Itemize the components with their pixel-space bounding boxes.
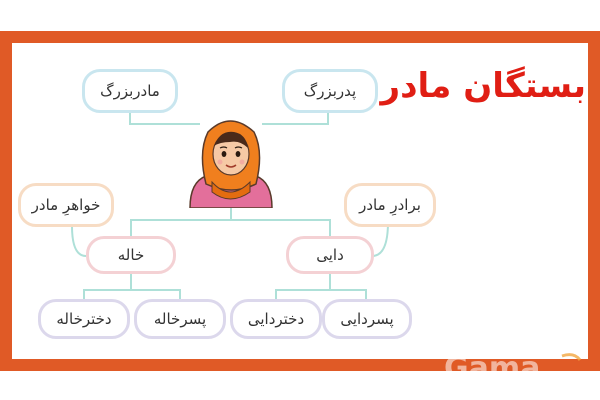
connector-dayi-cousins-2 — [330, 289, 367, 300]
node-dayi-label: دایی — [316, 246, 344, 264]
node-dayi: دایی — [286, 236, 374, 274]
connector-to-dayi — [231, 219, 331, 236]
node-pesar-dayi: پسردایی — [322, 299, 412, 339]
node-dokhtar-dayi-label: دختردایی — [247, 310, 305, 328]
watermark-text: Gama — [444, 351, 540, 386]
node-dokhtar-khaleh: دخترخاله — [38, 299, 130, 339]
node-dokhtar-khaleh-label: دخترخاله — [56, 310, 112, 328]
watermark-swoosh — [561, 353, 582, 361]
page-title: بستگان مادر — [380, 66, 586, 106]
node-pesar-khaleh-label: پسرخاله — [153, 310, 207, 328]
girl-illustration — [189, 120, 273, 208]
gama-watermark-logo: Gama — [444, 351, 582, 386]
node-khaleh: خاله — [86, 236, 176, 274]
node-grandmother: مادربزرگ — [82, 69, 178, 113]
node-mothers-brother-label: برادرِ مادر — [359, 196, 421, 214]
node-pesar-khaleh: پسرخاله — [134, 299, 226, 339]
connector-grandmother — [129, 111, 200, 125]
node-grandfather: پدربزرگ — [282, 69, 378, 113]
connector-to-khaleh — [130, 219, 231, 236]
node-mothers-sister-label: خواهرِ مادر — [31, 196, 101, 214]
connector-sister-khaleh — [71, 225, 87, 257]
node-mothers-sister: خواهرِ مادر — [18, 183, 114, 227]
node-dokhtar-dayi: دختردایی — [230, 299, 322, 339]
node-grandmother-label: مادربزرگ — [100, 82, 160, 100]
node-mothers-brother: برادرِ مادر — [344, 183, 436, 227]
node-grandfather-label: پدربزرگ — [303, 82, 357, 100]
node-pesar-dayi-label: پسردایی — [340, 310, 394, 328]
connector-brother-dayi — [371, 221, 389, 257]
node-khaleh-label: خاله — [117, 246, 145, 264]
connector-dayi-cousins — [275, 274, 331, 300]
connector-grandfather — [262, 111, 329, 125]
connector-khaleh-cousins-2 — [131, 289, 181, 300]
connector-khaleh-cousins — [83, 274, 132, 300]
